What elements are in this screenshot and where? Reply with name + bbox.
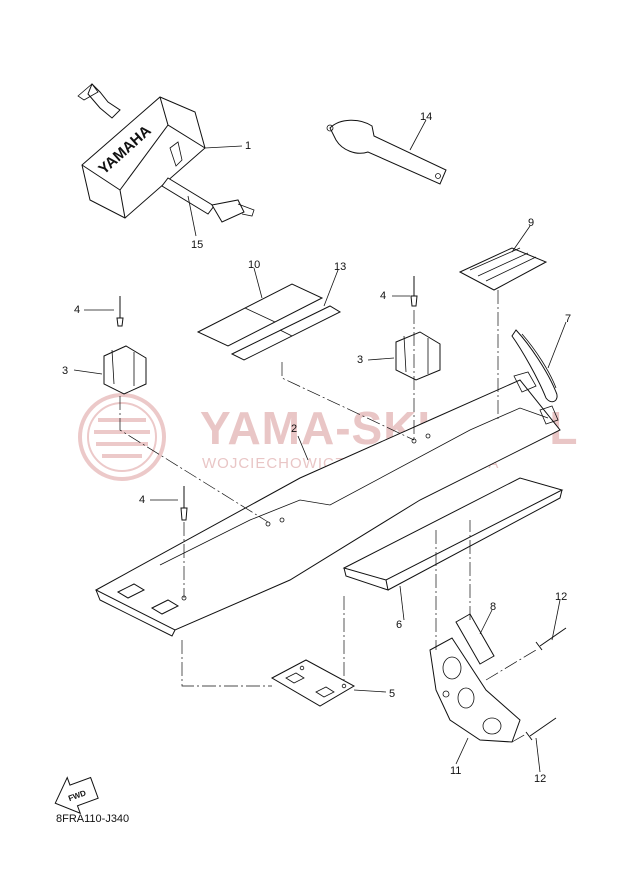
callout-4-right: 4	[380, 290, 386, 302]
part-12-screw-b	[525, 717, 557, 741]
callout-13: 13	[334, 261, 346, 273]
part-3-holder-right	[395, 331, 441, 381]
part-8-block	[455, 613, 495, 665]
part-4-rivet-b	[410, 276, 418, 307]
callout-8: 8	[490, 601, 496, 613]
part-5-plate	[270, 659, 356, 707]
callout-7: 7	[565, 313, 571, 325]
callout-2: 2	[291, 423, 297, 435]
callout-14: 14	[420, 111, 432, 123]
part-3-holder-left	[103, 345, 147, 395]
part-6-foam-block	[342, 477, 564, 591]
part-2-main-tray	[94, 371, 561, 637]
part-14-hook-wrench	[326, 119, 447, 185]
callout-4-left: 4	[74, 304, 80, 316]
callout-11: 11	[450, 765, 461, 777]
callout-4-bottom: 4	[139, 494, 145, 506]
part-10-decal	[196, 283, 324, 347]
part-9-pad	[458, 247, 548, 291]
callout-10: 10	[248, 259, 260, 271]
callout-5: 5	[389, 688, 395, 700]
part-7-rod	[511, 329, 558, 403]
callouts: 1 15 14 10 13 9 7 4 4 4 3 3 2 6 5 8 12 1…	[62, 111, 571, 785]
diagram-code: 8FRA110-J340	[56, 813, 129, 825]
part-13-decal	[230, 305, 342, 361]
assembly-lines	[119, 290, 537, 743]
part-12-screw-a	[535, 627, 567, 651]
callout-6: 6	[396, 619, 402, 631]
part-4-rivet-c	[180, 486, 188, 521]
callout-12-bottom: 12	[534, 773, 546, 785]
callout-3-right: 3	[357, 354, 363, 366]
watermark-logo	[78, 393, 166, 481]
callout-15: 15	[191, 239, 203, 251]
callout-3-left: 3	[62, 365, 68, 377]
callout-12-top: 12	[555, 591, 567, 603]
fwd-arrow-icon: FWD	[54, 776, 99, 815]
callout-1: 1	[245, 140, 251, 152]
callout-9: 9	[528, 217, 534, 229]
part-4-rivet-a	[116, 296, 124, 327]
leader-lines	[73, 119, 567, 773]
